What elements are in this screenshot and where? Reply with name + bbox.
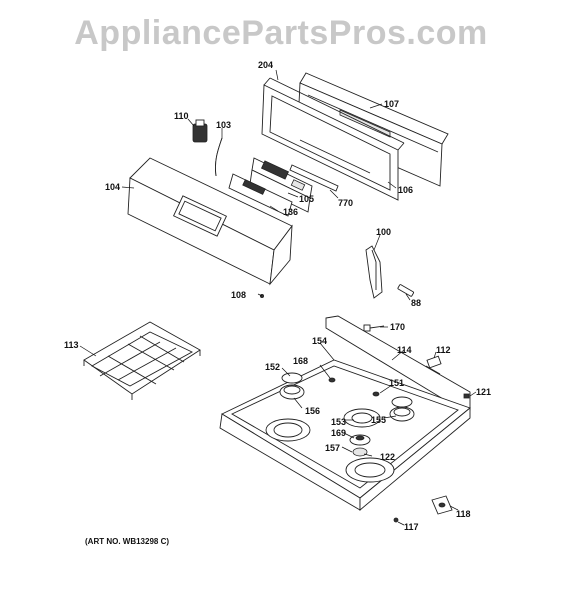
callout-121: 121 [476,387,492,397]
callout-112: 112 [436,345,451,355]
callout-770: 770 [338,198,354,208]
watermark-logo: AppliancePartsPros.com [74,14,488,52]
callout-107: 107 [384,99,400,109]
clip-121 [463,393,470,399]
callout-156: 156 [305,406,321,416]
burner-left-rear [279,384,305,400]
strip-part [397,284,415,297]
side-trim [365,245,383,299]
burner-left-front [265,418,311,442]
callout-204: 204 [258,60,274,70]
callout-152: 152 [265,362,281,372]
callout-110: 110 [174,111,189,121]
control-overlay [228,173,293,217]
valve-part [425,355,442,375]
burner-grate [83,321,201,400]
control-panel [127,157,293,286]
callout-169: 169 [331,428,347,438]
callout-106: 106 [398,185,414,195]
callout-117: 117 [404,522,419,532]
callout-113: 113 [64,340,79,350]
callout-136: 136 [283,207,299,217]
callout-104: 104 [105,182,121,192]
callout-157: 157 [325,443,341,453]
wire-harness-outline [215,137,223,177]
callout-153: 153 [331,417,347,427]
callout-108: 108 [231,290,247,300]
burner-center [343,408,381,428]
callout-114: 114 [397,345,412,355]
leveling-leg [431,495,453,515]
backsplash-frame [261,77,405,201]
cooktop [219,315,471,511]
mounting-bracket [289,164,339,192]
callout-155: 155 [371,415,387,425]
leader-lines [79,69,477,526]
callout-168: 168 [293,356,309,366]
burner-right-rear [389,406,415,422]
callout-122: 122 [380,452,396,462]
callout-118: 118 [456,509,471,519]
burner-center-small [349,434,371,446]
callout-103: 103 [216,120,232,130]
callout-88: 88 [411,298,422,308]
callout-151: 151 [389,378,405,388]
callout-105: 105 [299,194,315,204]
burner-right-front [345,457,395,483]
callout-100: 100 [376,227,392,237]
callout-154: 154 [312,336,328,346]
art-number: (ART NO. WB13298 C) [85,537,170,546]
screw-117 [393,517,399,523]
burner-caps [281,372,413,457]
clock-control-board [249,157,313,213]
screw-170 [363,324,385,332]
switch-part [192,119,208,143]
callout-170: 170 [390,322,406,332]
